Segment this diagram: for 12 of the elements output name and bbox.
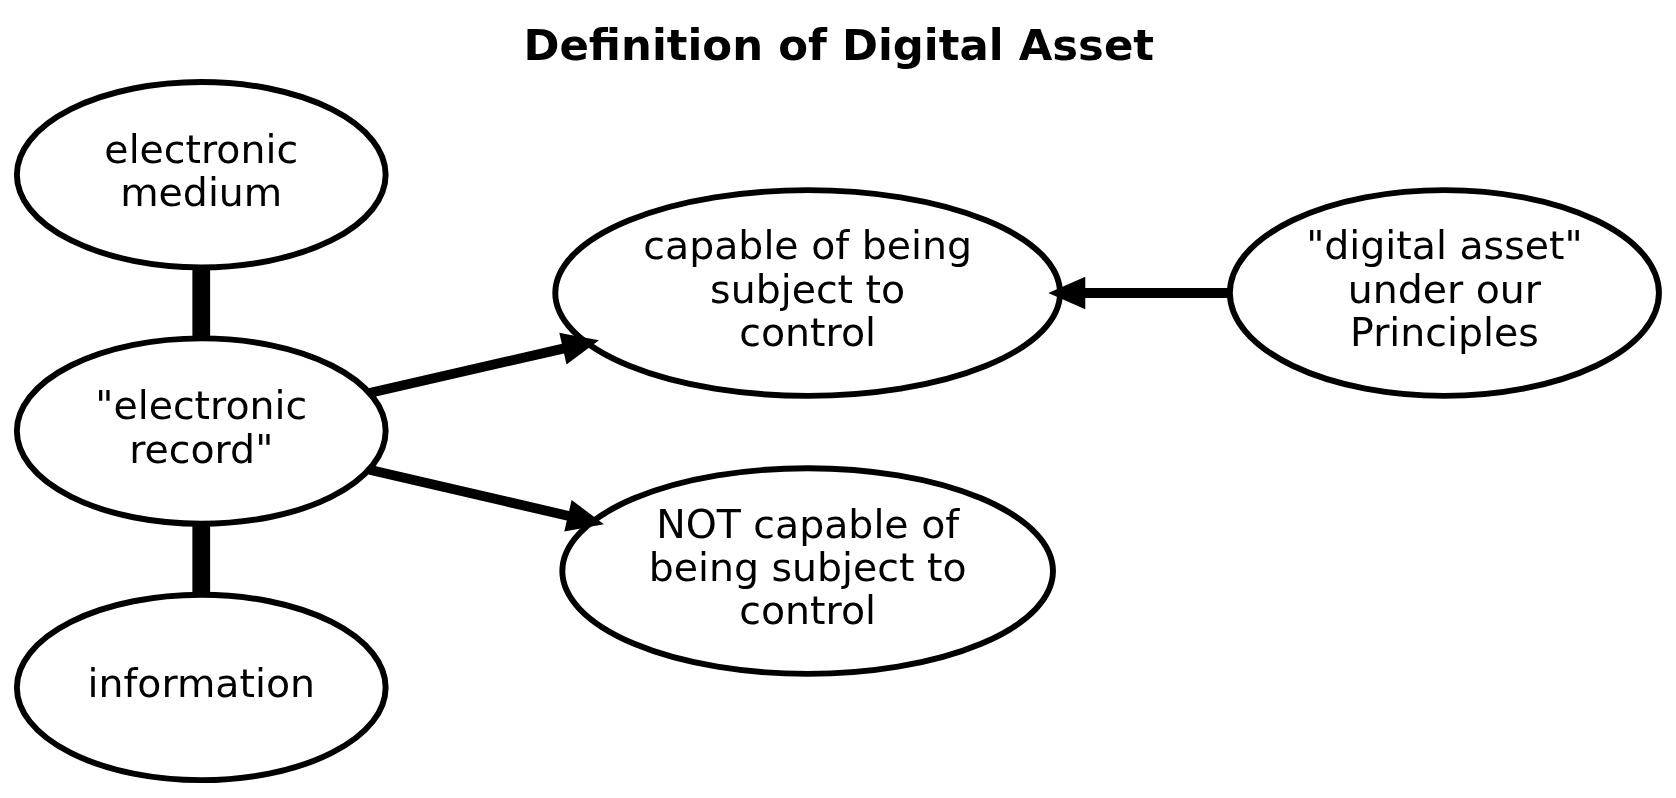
node-ellipse: "digital asset" under our Principles: [1226, 186, 1662, 399]
arrow: [368, 464, 604, 532]
connector: [192, 267, 211, 338]
node-ellipse: NOT capable of being subject to control: [559, 464, 1056, 677]
arrow: [1048, 276, 1230, 309]
node-ellipse: capable of being subject to control: [552, 186, 1063, 399]
node-ellipse: "electronic record": [13, 334, 389, 527]
node-ellipse: electronic medium: [13, 78, 389, 270]
connector: [192, 523, 211, 594]
arrow: [368, 332, 599, 398]
node-ellipse: information: [13, 591, 389, 783]
diagram-title: Definition of Digital Asset: [523, 19, 1155, 70]
